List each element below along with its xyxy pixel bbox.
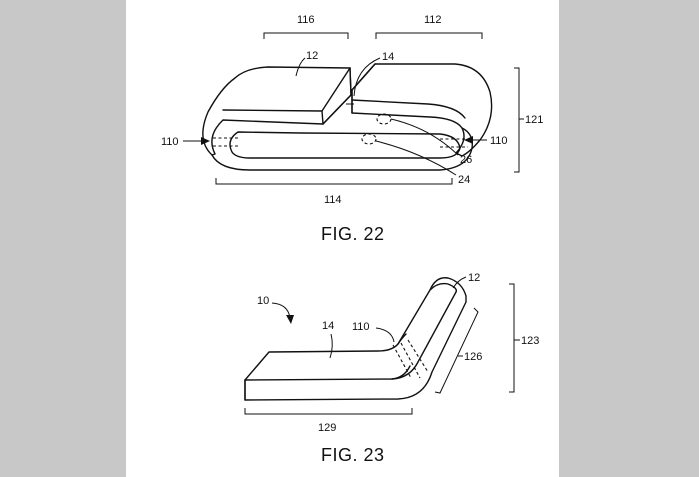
fig-22-label-14: 14: [382, 51, 394, 63]
fig-22-left-hinge-dashes: [213, 137, 240, 147]
fig-22-leader-12: [295, 57, 306, 77]
fig-23-leader-110: [375, 327, 395, 343]
fig-22-bracket-114: [215, 178, 453, 185]
fig-22-arrowhead-110-left: [201, 137, 210, 145]
fig-22-label-110-left: 110: [161, 136, 179, 148]
fig-22-label-24: 24: [458, 174, 470, 186]
fig-23-leader-14: [329, 333, 333, 359]
fig-22-label-121: 121: [525, 114, 543, 126]
fig-23-bracket-126: [434, 307, 479, 394]
fig-22-leader-24: [375, 140, 457, 176]
fig-22-right-hinge-dashes: [440, 138, 468, 148]
fig-22-bracket-116: [263, 32, 349, 39]
fig-23-label-110: 110: [352, 321, 370, 333]
fig-22-fold-loop: [211, 127, 473, 171]
fig-22-label-116: 116: [297, 14, 315, 26]
fig-22: 116 112 12 14 121 110 110 26 24 114 FIG.…: [161, 14, 543, 244]
fig-22-label-112: 112: [424, 14, 442, 26]
fig-23-hinge-dashes: [392, 339, 429, 379]
fig-23-upright-slab: [397, 282, 458, 345]
fig-23-label-129: 129: [318, 422, 336, 434]
fig-23-label-14: 14: [322, 320, 334, 332]
patent-drawing: 116 112 12 14 121 110 110 26 24 114 FIG.…: [161, 14, 543, 465]
fig-22-label-26: 26: [460, 154, 472, 166]
fig-22-leader-26: [390, 118, 459, 156]
fig-22-label-12: 12: [306, 50, 318, 62]
fig-22-magnet-26: [376, 113, 392, 125]
fig-22-leader-14: [346, 57, 381, 105]
fig-22-left-slab: [202, 66, 352, 156]
fig-23-bracket-123: [509, 283, 515, 393]
patent-drawing-sheet: 116 112 12 14 121 110 110 26 24 114 FIG.…: [126, 0, 559, 477]
fig-22-bracket-121: [514, 67, 520, 173]
fig-23-arrowhead-10: [286, 315, 294, 324]
fig-22-caption: FIG. 22: [321, 224, 385, 244]
fig-23-leader-12: [452, 276, 467, 289]
fig-23-label-123: 123: [521, 335, 539, 347]
fig-22-label-114: 114: [324, 194, 342, 206]
fig-23-label-10: 10: [257, 295, 269, 307]
fig-22-bracket-112: [375, 32, 483, 39]
fig-23-base-slab: [244, 277, 467, 401]
fig-23-label-126: 126: [464, 351, 482, 363]
fig-22-magnet-24: [361, 133, 377, 145]
fig-22-label-110-right: 110: [490, 135, 508, 147]
fig-23-label-12: 12: [468, 272, 480, 284]
fig-23-caption: FIG. 23: [321, 445, 385, 465]
fig-23: 12 10 14 110 123 126 129 FIG. 23: [244, 272, 539, 465]
fig-22-arrowhead-110-right: [464, 136, 473, 144]
fig-23-bracket-129: [244, 408, 413, 415]
